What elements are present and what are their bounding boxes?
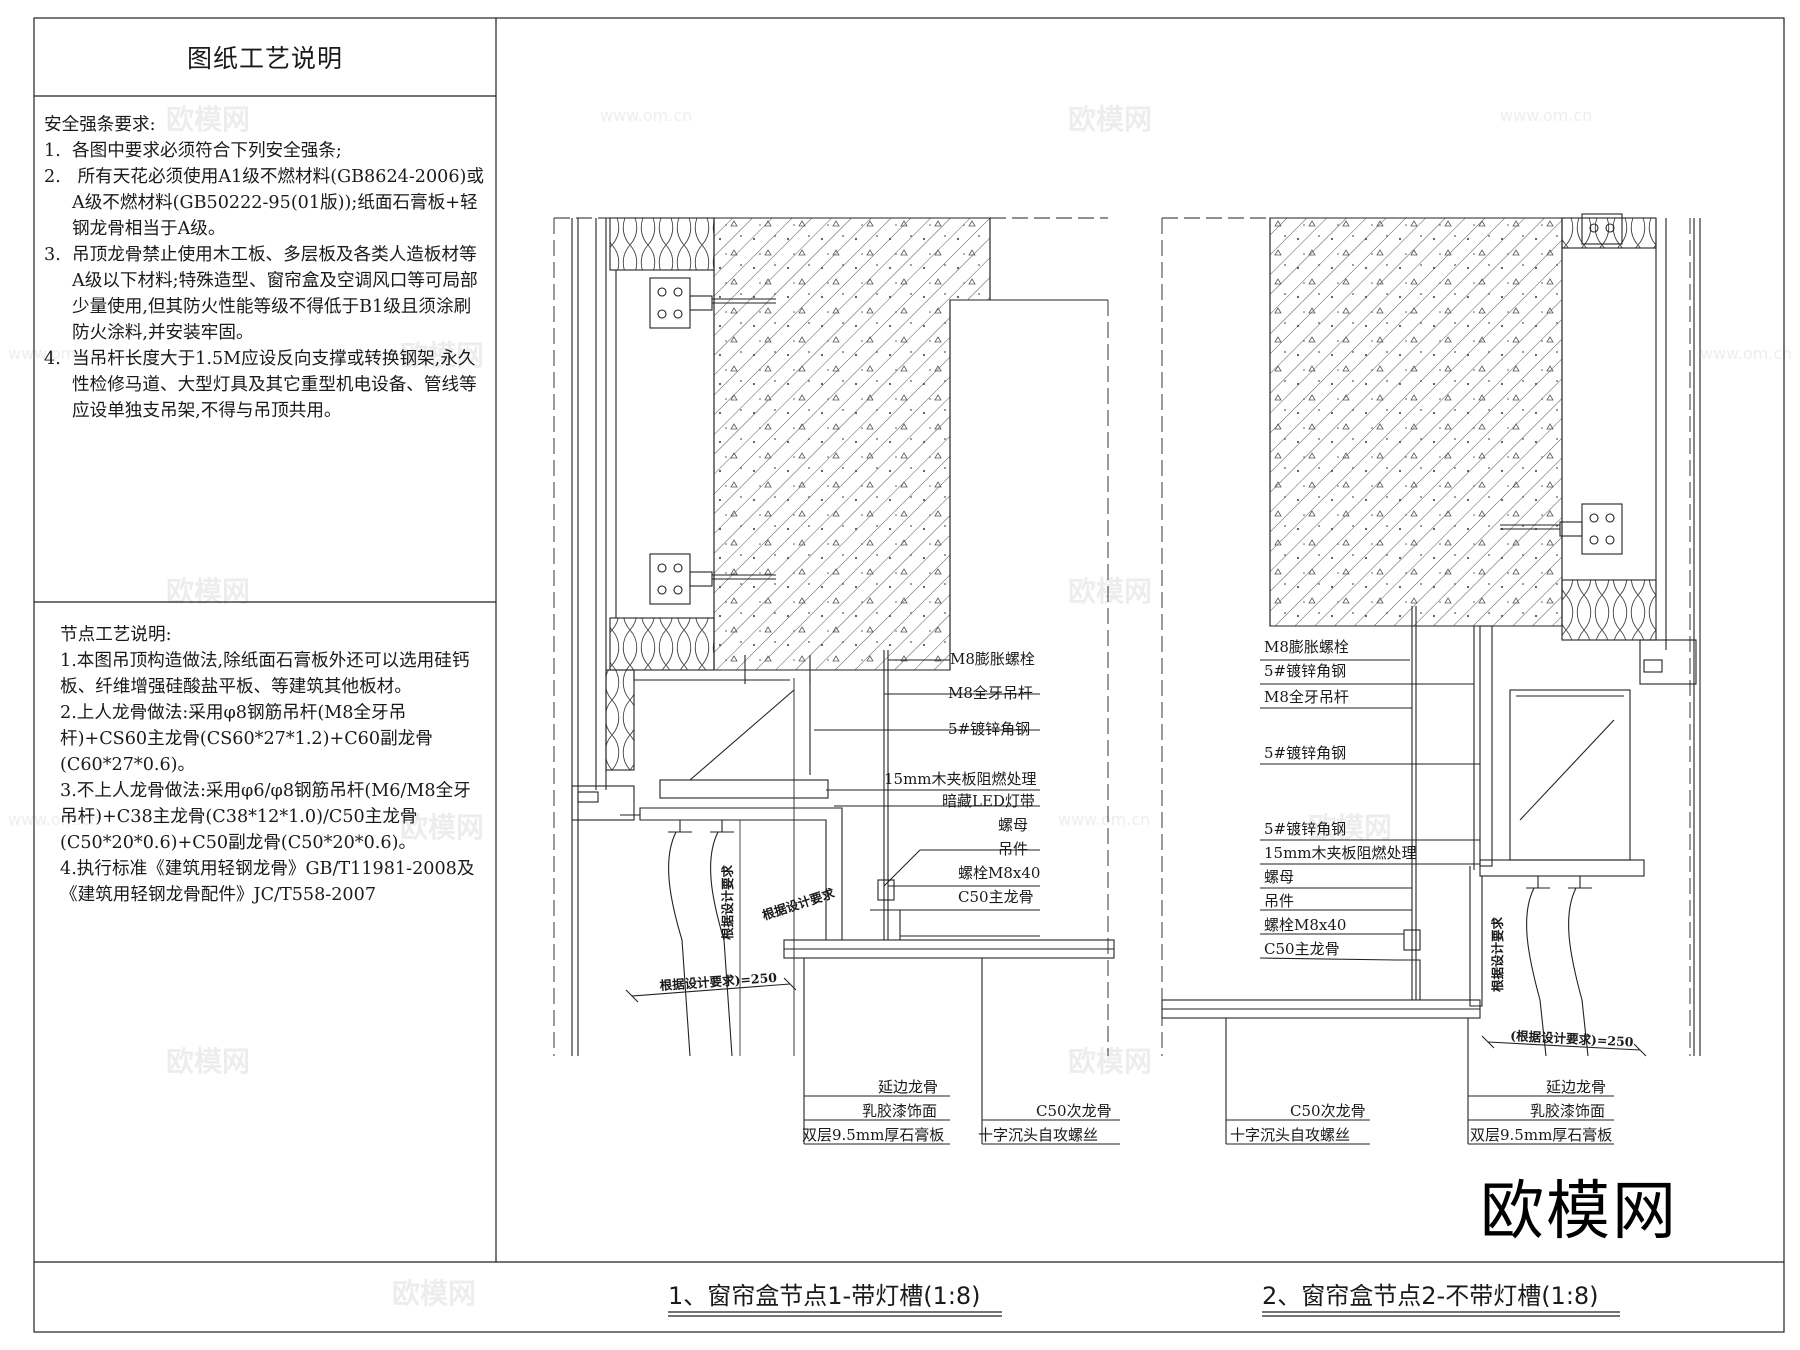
safety-heading: 安全强条要求:: [44, 115, 156, 135]
label2-angle-steel-a: 5#镀锌角钢: [1264, 662, 1346, 680]
detail-1-caption: 1、窗帘盒节点1-带灯槽(1:8): [668, 1282, 981, 1310]
safety-item: 3. 吊顶龙骨禁止使用木工板、多层板及各类人造板材等A级以下材料;特殊造型、窗帘盒…: [44, 242, 484, 346]
label2-design-req-vert: 根据设计要求: [1490, 916, 1505, 992]
watermark-logo: 欧模网: [1480, 1175, 1678, 1249]
watermark-url: www.om.cn: [8, 810, 101, 829]
panel-title: 图纸工艺说明: [186, 44, 343, 73]
watermark-url: www.om.cn: [600, 106, 693, 125]
label2-latex-paint: 乳胶漆饰面: [1530, 1102, 1605, 1120]
watermark-logo-faint: 欧模网: [166, 575, 251, 608]
label-main-keel: C50主龙骨: [958, 888, 1034, 906]
safety-item: 1. 各图中要求必须符合下列安全强条;: [44, 138, 484, 164]
watermark-url: www.om.cn: [1058, 810, 1151, 829]
label-hanger: 吊件: [998, 840, 1028, 858]
safety-item-number: 4.: [44, 349, 61, 369]
detail-1-linework: [553, 217, 1120, 1145]
watermark-logo-faint: 欧模网: [400, 339, 485, 372]
watermark-logo-faint: 欧模网: [1068, 575, 1153, 608]
label-bolt: 螺栓M8x40: [958, 864, 1040, 882]
label-threaded-rod: M8全牙吊杆: [948, 684, 1033, 702]
watermark-logo-faint: 欧模网: [392, 1277, 477, 1310]
label2-edge-keel: 延边龙骨: [1546, 1078, 1606, 1096]
label-design-req-diag: 根据设计要求: [760, 885, 836, 923]
label2-plywood: 15mm木夹板阻燃处理: [1264, 844, 1417, 862]
watermark-url: www.om.cn: [1700, 344, 1793, 363]
bracket-top: [649, 277, 776, 329]
sheet-border: [33, 17, 1785, 1333]
watermark-logo-faint: 欧模网: [166, 1045, 251, 1078]
safety-item-text: 当吊杆长度大于1.5M应设反向支撑或转换钢架,永久性检修马道、大型灯具及其它重型…: [72, 349, 477, 421]
label2-hanger: 吊件: [1264, 892, 1294, 910]
safety-requirements: 安全强条要求: 1. 各图中要求必须符合下列安全强条; 2. 所有天花必须使用A1…: [44, 112, 484, 424]
label-nut: 螺母: [998, 816, 1028, 834]
safety-item-text: 各图中要求必须符合下列安全强条;: [72, 141, 342, 161]
bracket-bottom: [649, 553, 776, 605]
safety-item-number: 3.: [44, 245, 61, 265]
node-notes: 节点工艺说明: 1.本图吊顶构造做法,除纸面石膏板外还可以选用硅钙板、纤维增强硅…: [60, 622, 480, 908]
watermark-logo-faint: 欧模网: [1308, 811, 1393, 844]
label-latex-paint: 乳胶漆饰面: [862, 1102, 937, 1120]
watermark-logo-faint: 欧模网: [1068, 1045, 1153, 1078]
label-angle-steel: 5#镀锌角钢: [948, 720, 1030, 738]
safety-item-number: 1.: [44, 141, 61, 161]
label2-design-req-250: (根据设计要求)=250: [1510, 1028, 1634, 1049]
label-gypsum: 双层9.5mm厚石膏板: [802, 1126, 944, 1144]
bracket-2-bottom: [1500, 503, 1623, 555]
label2-screw: 十字沉头自攻螺丝: [1230, 1126, 1350, 1144]
watermark-url: www.om.cn: [1500, 106, 1593, 125]
label2-bolt: 螺栓M8x40: [1264, 916, 1346, 934]
label-expansion-bolt: M8膨胀螺栓: [950, 650, 1035, 668]
label2-expansion-bolt: M8膨胀螺栓: [1264, 638, 1349, 656]
label2-sub-keel: C50次龙骨: [1290, 1102, 1366, 1120]
safety-item: 4. 当吊杆长度大于1.5M应设反向支撑或转换钢架,永久性检修马道、大型灯具及其它…: [44, 346, 484, 424]
label-plywood: 15mm木夹板阻燃处理: [884, 770, 1037, 788]
label2-gypsum: 双层9.5mm厚石膏板: [1470, 1126, 1612, 1144]
safety-item-text: 吊顶龙骨禁止使用木工板、多层板及各类人造板材等A级以下材料;特殊造型、窗帘盒及空…: [72, 245, 478, 343]
watermark-url: www.om.cn: [8, 344, 101, 363]
node-notes-heading: 节点工艺说明:: [60, 625, 172, 645]
label-edge-keel: 延边龙骨: [878, 1078, 938, 1096]
node-note-line: 1.本图吊顶构造做法,除纸面石膏板外还可以选用硅钙板、纤维增强硅酸盐平板、等建筑…: [60, 651, 470, 697]
label-design-req-vert: 根据设计要求: [720, 864, 735, 940]
label2-main-keel: C50主龙骨: [1264, 940, 1340, 958]
node-note-line: 2.上人龙骨做法:采用φ8钢筋吊杆(M8全牙吊杆)+CS60主龙骨(CS60*2…: [60, 703, 433, 775]
watermark-logo-faint: 欧模网: [1068, 103, 1153, 136]
node-note-line: 4.执行标准《建筑用轻钢龙骨》GB/T11981-2008及《建筑用轻钢龙骨配件…: [60, 859, 475, 905]
label-led: 暗藏LED灯带: [942, 792, 1035, 810]
detail-2-caption: 2、窗帘盒节点2-不带灯槽(1:8): [1262, 1282, 1599, 1310]
bracket-2-top: [1581, 213, 1623, 245]
label2-angle-steel-c: 5#镀锌角钢: [1264, 820, 1346, 838]
label2-threaded-rod: M8全牙吊杆: [1264, 688, 1349, 706]
label-sub-keel: C50次龙骨: [1036, 1102, 1112, 1120]
label2-nut: 螺母: [1264, 868, 1294, 886]
safety-item: 2. 所有天花必须使用A1级不燃材料(GB8624-2006)或A级不燃材料(G…: [44, 164, 484, 242]
detail-1-labels: M8膨胀螺栓 M8全牙吊杆 5#镀锌角钢 15mm木夹板阻燃处理 暗藏LED灯带…: [659, 650, 1111, 1144]
label2-angle-steel-b: 5#镀锌角钢: [1264, 744, 1346, 762]
safety-item-number: 2.: [44, 167, 61, 187]
detail-2-linework: [1161, 213, 1701, 1145]
detail-2-labels: M8膨胀螺栓 5#镀锌角钢 M8全牙吊杆 5#镀锌角钢 5#镀锌角钢 15mm木…: [1230, 638, 1634, 1144]
label-screw: 十字沉头自攻螺丝: [978, 1126, 1098, 1144]
watermark-logo-faint: 欧模网: [166, 103, 251, 136]
watermark-logo-faint: 欧模网: [400, 811, 485, 844]
node-note-line: 3.不上人龙骨做法:采用φ6/φ8钢筋吊杆(M6/M8全牙吊杆)+C38主龙骨(…: [60, 781, 471, 853]
safety-item-text: 所有天花必须使用A1级不燃材料(GB8624-2006)或A级不燃材料(GB50…: [72, 167, 485, 239]
